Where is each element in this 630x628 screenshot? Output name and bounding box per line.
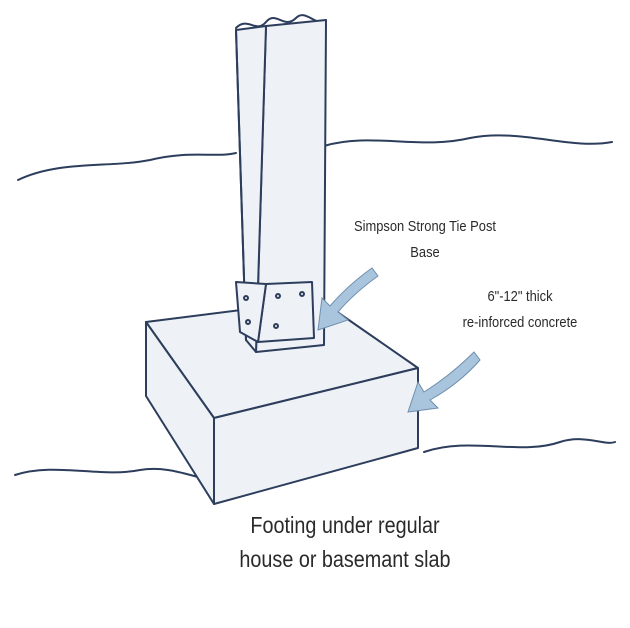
footing-front-face [213, 367, 419, 505]
ground-line-lower-right [423, 438, 616, 453]
label-post-base-line2: Base [410, 244, 440, 261]
bracket-plate-front [257, 281, 315, 343]
label-concrete-line2: re-inforced concrete [462, 314, 578, 331]
post-base-bracket [235, 281, 315, 343]
post-top-edge [235, 14, 327, 29]
ground-line-upper [17, 134, 613, 181]
label-post-base-line1: Simpson Strong Tie Post [354, 218, 496, 235]
ground-line-lower-left [14, 467, 203, 479]
caption-line1: Footing under regular [250, 512, 440, 538]
label-concrete-line1: 6"-12" thick [487, 288, 553, 305]
arrow-to-concrete [407, 351, 481, 413]
wood-post [235, 14, 327, 353]
diagram-caption: Footing under regular house or basemant … [220, 508, 469, 576]
concrete-footing [145, 299, 419, 505]
label-post-base: Simpson Strong Tie Post Base [343, 214, 506, 266]
label-concrete: 6"-12" thick re-inforced concrete [443, 284, 598, 336]
caption-line2: house or basemant slab [239, 546, 451, 572]
arrow-to-post-base [317, 267, 379, 331]
